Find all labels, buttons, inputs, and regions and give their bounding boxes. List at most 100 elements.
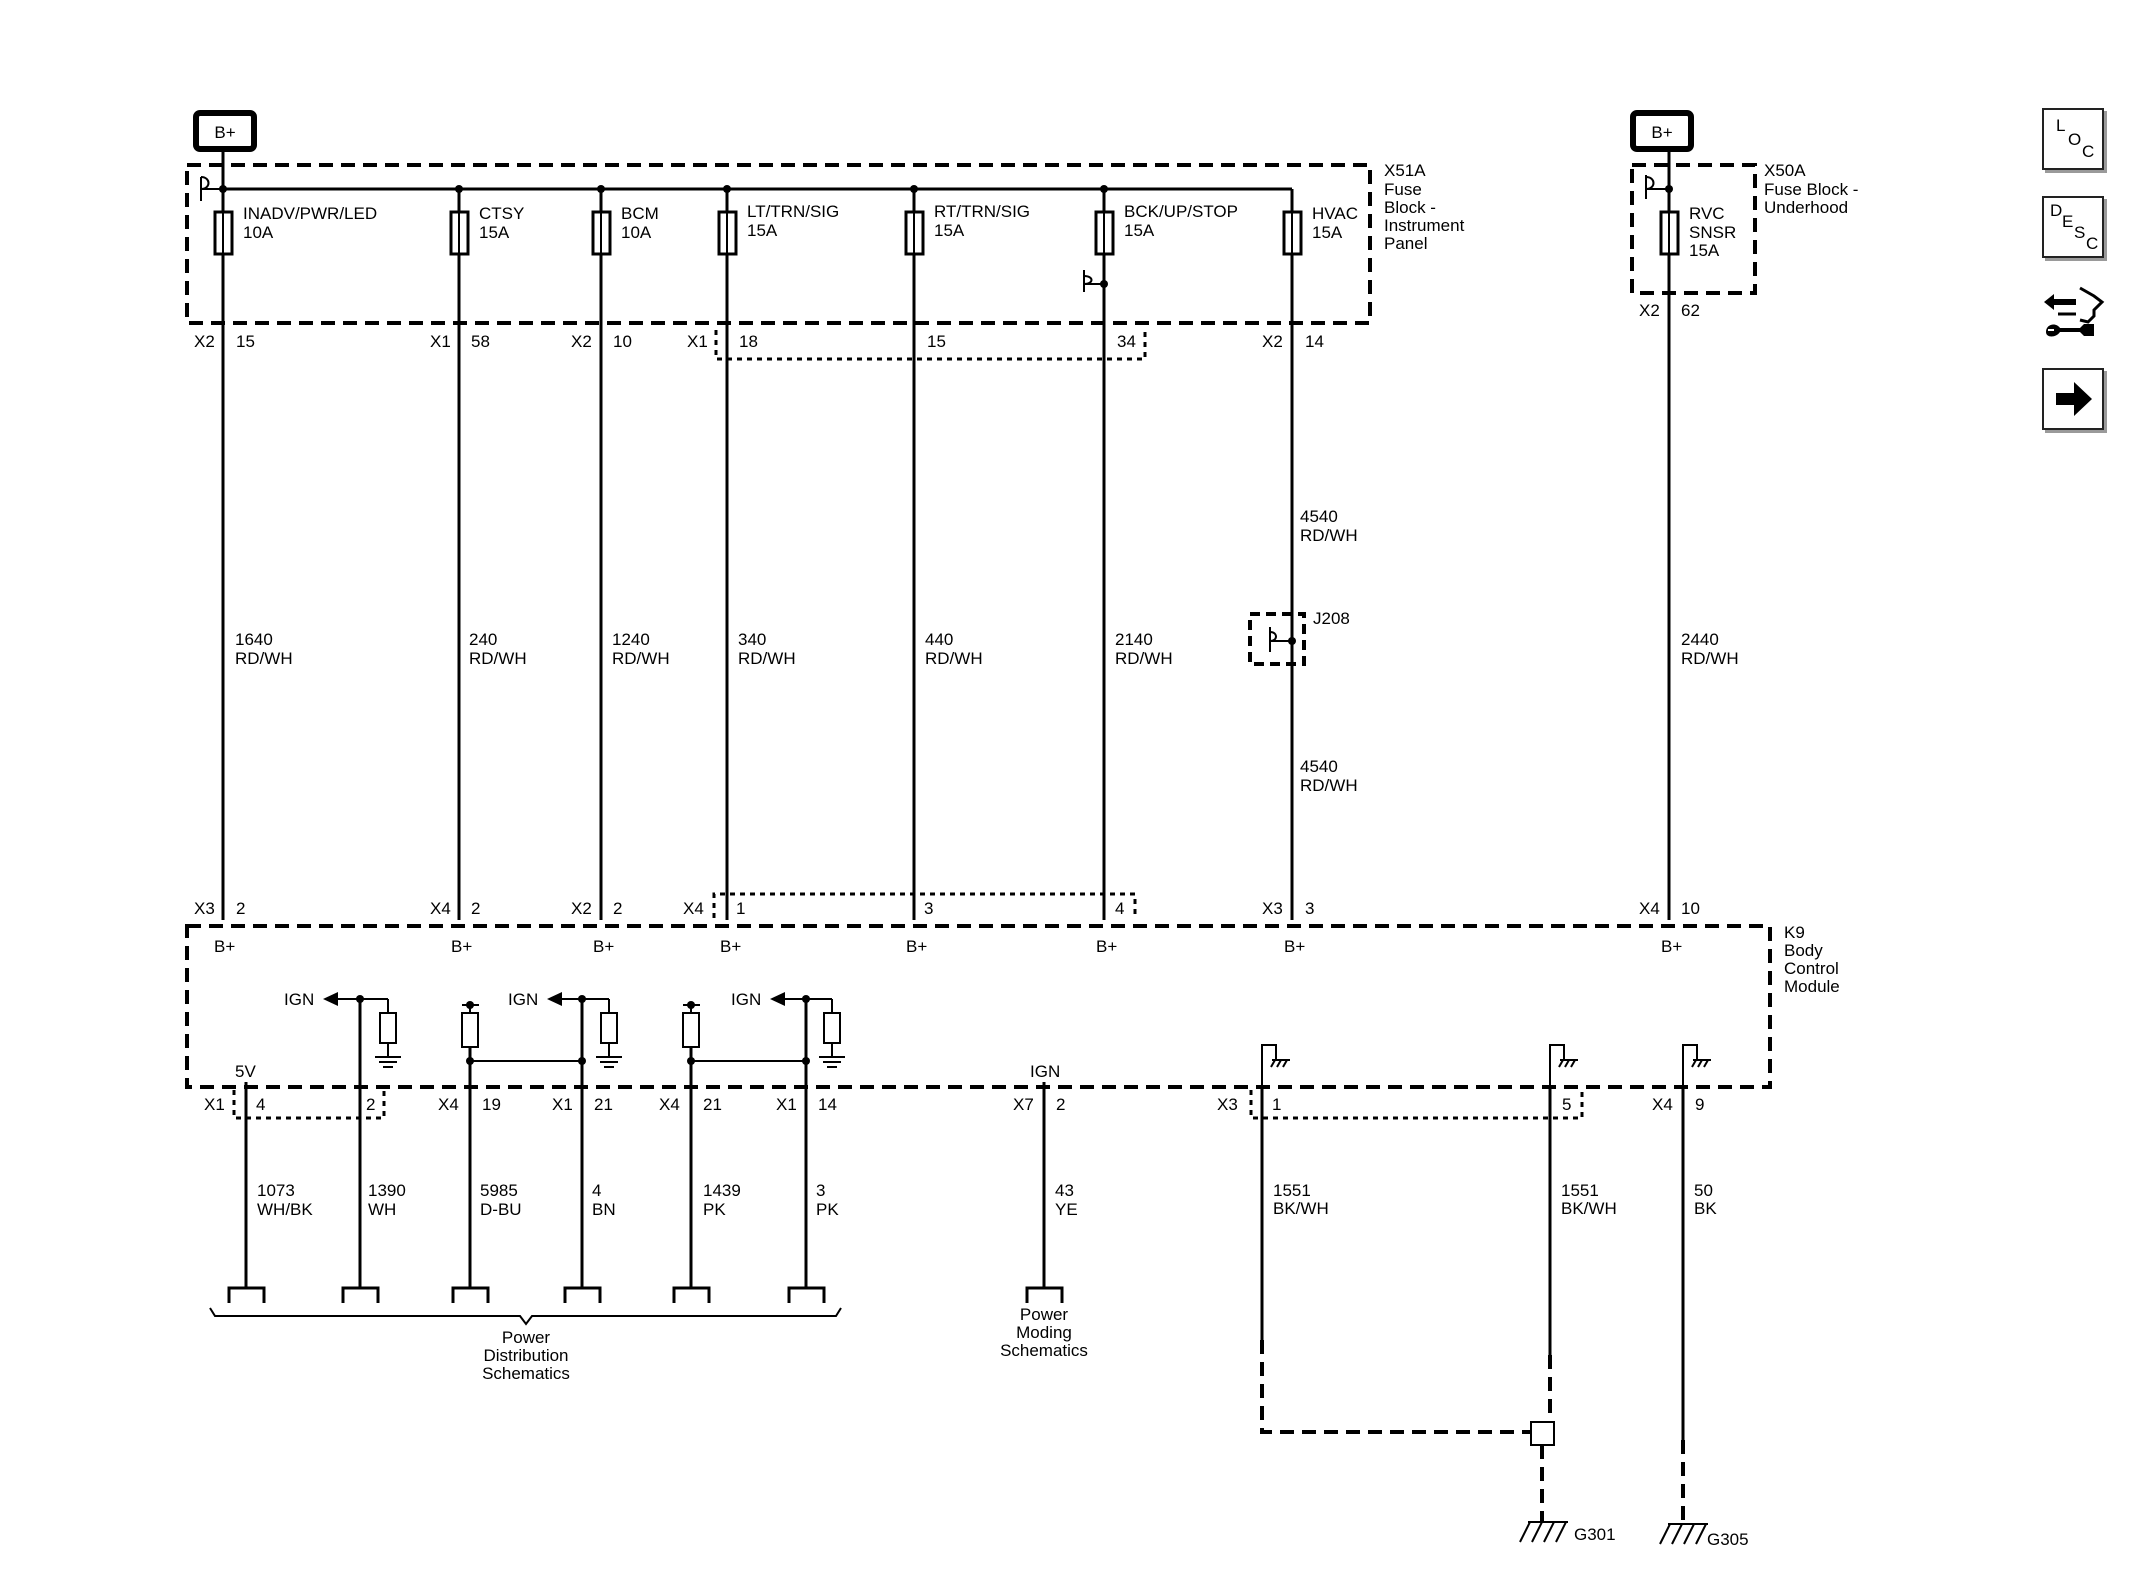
desc-letter-c: C xyxy=(2086,234,2099,253)
svg-text:Underhood: Underhood xyxy=(1764,198,1848,217)
svg-text:B+: B+ xyxy=(593,937,614,956)
reference-terminals xyxy=(227,1286,1064,1303)
svg-text:RD/WH: RD/WH xyxy=(235,649,293,668)
svg-text:Moding: Moding xyxy=(1016,1323,1072,1342)
svg-text:1640: 1640 xyxy=(235,630,273,649)
connector-tool-icon[interactable] xyxy=(2036,280,2108,350)
svg-text:5: 5 xyxy=(1562,1095,1571,1114)
svg-text:15A: 15A xyxy=(934,221,965,240)
svg-text:IGN: IGN xyxy=(284,990,314,1009)
fuse-lt-trn-sig: LT/TRN/SIG 15A xyxy=(717,189,839,256)
next-page-button[interactable] xyxy=(2042,368,2104,430)
svg-text:J208: J208 xyxy=(1313,609,1350,628)
svg-text:Body: Body xyxy=(1784,941,1823,960)
svg-text:4540: 4540 xyxy=(1300,757,1338,776)
loc-letter-o: O xyxy=(2068,130,2082,149)
bcm-internal-grounds xyxy=(1261,1044,1711,1087)
svg-text:X51A: X51A xyxy=(1384,161,1426,180)
svg-text:1073: 1073 xyxy=(257,1181,295,1200)
svg-text:X7: X7 xyxy=(1013,1095,1034,1114)
svg-text:B+: B+ xyxy=(1096,937,1117,956)
connector-x3-bottom-group xyxy=(1249,1090,1584,1120)
svg-text:RD/WH: RD/WH xyxy=(469,649,527,668)
wire-runs-top xyxy=(221,254,1671,920)
desc-letter-d: D xyxy=(2050,201,2063,220)
description-button[interactable]: D E S C xyxy=(2042,196,2104,258)
svg-text:X1: X1 xyxy=(552,1095,573,1114)
svg-text:14: 14 xyxy=(1305,332,1324,351)
svg-text:X1: X1 xyxy=(204,1095,225,1114)
svg-text:B+: B+ xyxy=(214,123,235,142)
desc-letter-e: E xyxy=(2062,212,2074,231)
svg-text:62: 62 xyxy=(1681,301,1700,320)
connector-x1-bottom-group xyxy=(232,1090,386,1120)
svg-text:B+: B+ xyxy=(1651,123,1672,142)
svg-text:X50A: X50A xyxy=(1764,161,1806,180)
svg-text:Power: Power xyxy=(1020,1305,1069,1324)
bcm-5v-label: 5V xyxy=(235,1062,256,1081)
fuse-block-uh-label: X50A Fuse Block - Underhood xyxy=(1764,161,1858,217)
svg-text:K9: K9 xyxy=(1784,923,1805,942)
loc-letter-c: C xyxy=(2082,142,2095,161)
svg-text:2440: 2440 xyxy=(1681,630,1719,649)
ground-g305: G305 xyxy=(1659,1440,1749,1549)
svg-text:Power: Power xyxy=(502,1328,551,1347)
svg-text:CTSY: CTSY xyxy=(479,204,524,223)
svg-text:HVAC: HVAC xyxy=(1312,204,1358,223)
svg-text:1: 1 xyxy=(1272,1095,1281,1114)
svg-text:2: 2 xyxy=(613,899,622,918)
svg-text:B+: B+ xyxy=(451,937,472,956)
svg-text:BN: BN xyxy=(592,1200,616,1219)
svg-text:1240: 1240 xyxy=(612,630,650,649)
svg-text:X1: X1 xyxy=(430,332,451,351)
svg-text:21: 21 xyxy=(703,1095,722,1114)
fuse-bcm: BCM 10A xyxy=(591,189,659,256)
svg-text:X2: X2 xyxy=(571,899,592,918)
svg-text:15A: 15A xyxy=(1124,221,1155,240)
svg-text:RD/WH: RD/WH xyxy=(1300,776,1358,795)
svg-text:B+: B+ xyxy=(1284,937,1305,956)
location-button[interactable]: L O C xyxy=(2042,108,2104,170)
svg-text:X3: X3 xyxy=(1262,899,1283,918)
svg-text:2: 2 xyxy=(236,899,245,918)
svg-text:50: 50 xyxy=(1694,1181,1713,1200)
svg-text:5985: 5985 xyxy=(480,1181,518,1200)
svg-text:RD/WH: RD/WH xyxy=(612,649,670,668)
svg-text:21: 21 xyxy=(594,1095,613,1114)
svg-text:4: 4 xyxy=(1115,899,1124,918)
bcm-k9-label: K9 Body Control Module xyxy=(1784,923,1840,996)
power-moding-ref: Power Moding Schematics xyxy=(1000,1305,1088,1360)
svg-text:X2: X2 xyxy=(571,332,592,351)
svg-text:1: 1 xyxy=(736,899,745,918)
svg-text:BK/WH: BK/WH xyxy=(1561,1199,1617,1218)
arrow-right-icon xyxy=(2056,382,2092,416)
bcm-ign-circuit-2: IGN xyxy=(461,990,622,1087)
svg-text:WH/BK: WH/BK xyxy=(257,1200,313,1219)
svg-text:RT/TRN/SIG: RT/TRN/SIG xyxy=(934,202,1030,221)
svg-text:3: 3 xyxy=(1305,899,1314,918)
fuse-ctsy: CTSY 15A xyxy=(449,189,524,256)
svg-text:3: 3 xyxy=(924,899,933,918)
fuse-block-uh-outline xyxy=(1630,163,1757,295)
svg-text:SNSR: SNSR xyxy=(1689,223,1736,242)
svg-text:RD/WH: RD/WH xyxy=(1300,526,1358,545)
svg-text:X4: X4 xyxy=(683,899,704,918)
svg-text:43: 43 xyxy=(1055,1181,1074,1200)
svg-text:X4: X4 xyxy=(438,1095,459,1114)
desc-letter-s: S xyxy=(2074,223,2086,242)
svg-text:PK: PK xyxy=(816,1200,839,1219)
svg-text:BK: BK xyxy=(1694,1199,1717,1218)
svg-text:14: 14 xyxy=(818,1095,837,1114)
svg-text:X2: X2 xyxy=(194,332,215,351)
svg-text:3: 3 xyxy=(816,1181,825,1200)
svg-text:BCM: BCM xyxy=(621,204,659,223)
ground-g301: G301 xyxy=(1260,1340,1616,1544)
fuse-rt-trn-sig: RT/TRN/SIG 15A xyxy=(904,189,1030,256)
svg-text:B+: B+ xyxy=(1661,937,1682,956)
svg-text:X4: X4 xyxy=(1639,899,1660,918)
bcm-ign-circuit-1: IGN xyxy=(284,990,401,1087)
battery-bplus-right: B+ xyxy=(1630,110,1694,152)
